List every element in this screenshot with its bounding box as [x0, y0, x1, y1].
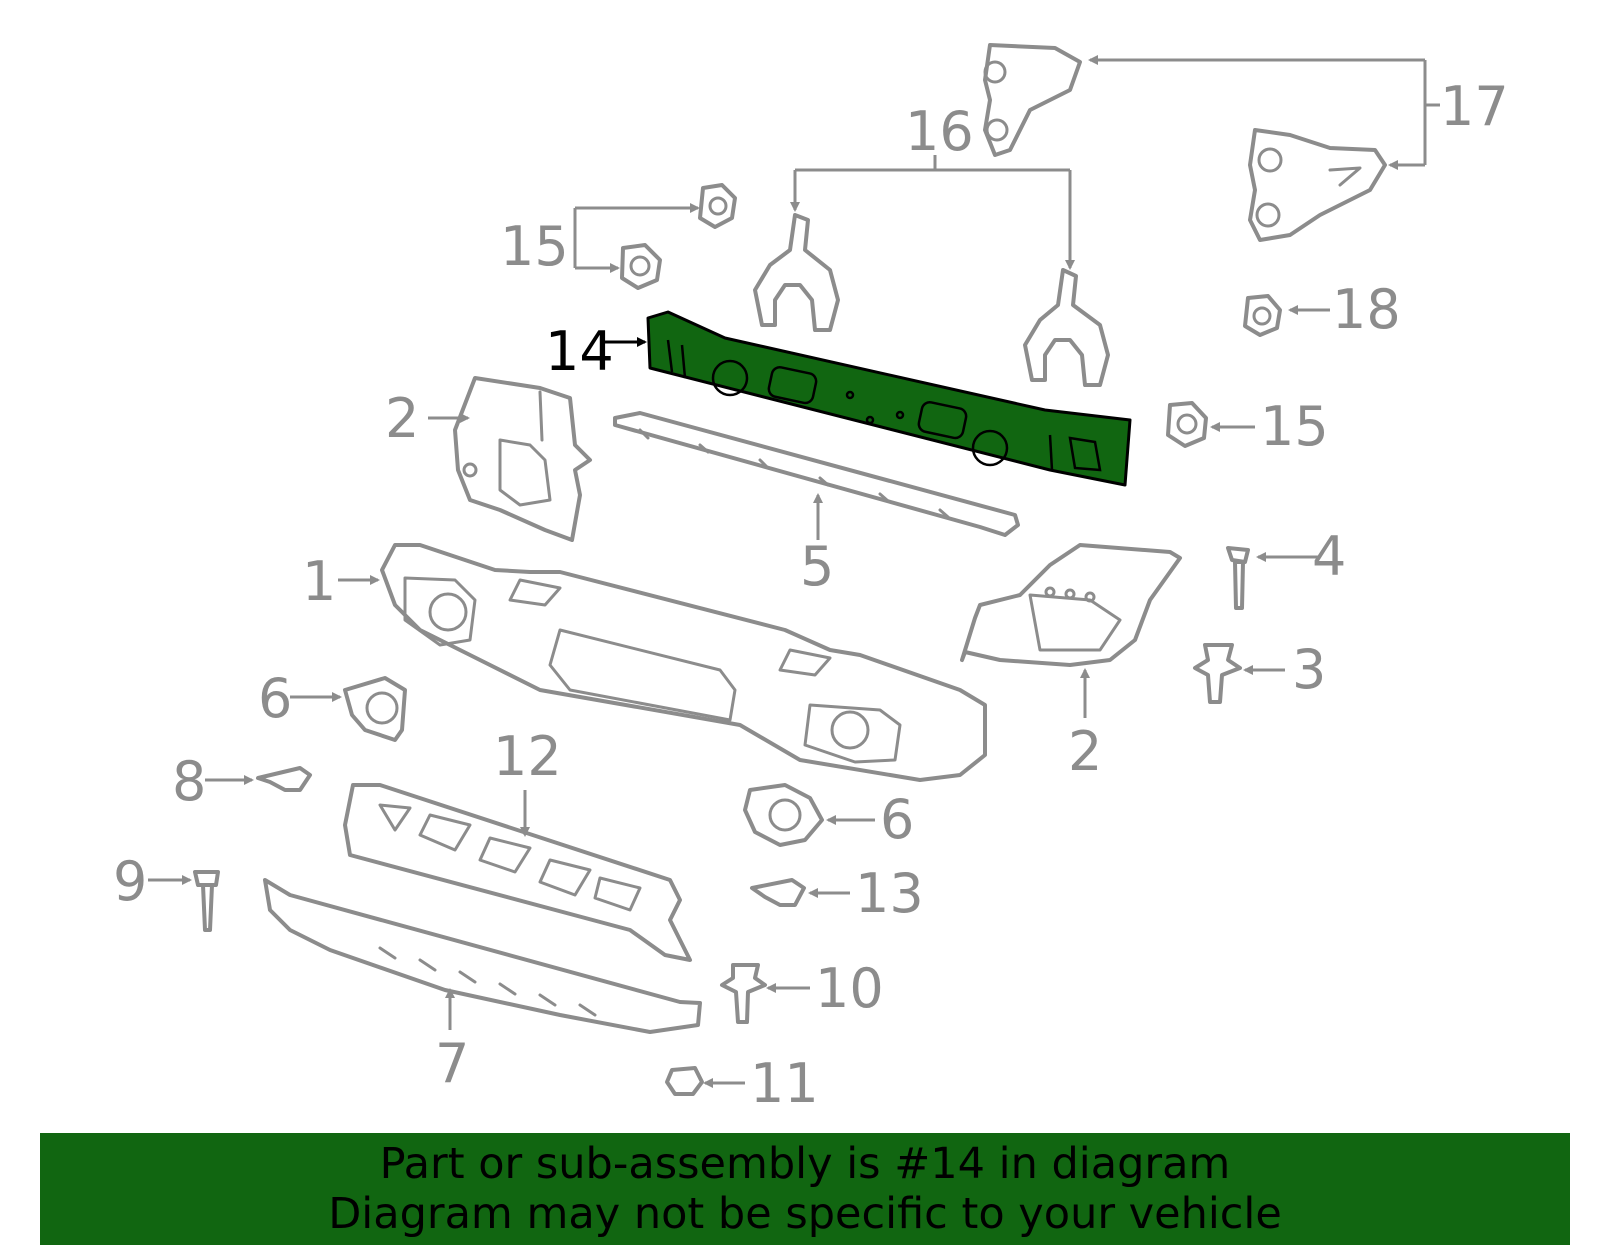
callout-3: 3 [1292, 638, 1326, 701]
leader-lines [148, 55, 1440, 1088]
part-3-push-pin [1193, 643, 1242, 704]
callout-15-right: 15 [1260, 395, 1329, 458]
callout-13: 13 [855, 862, 924, 925]
part-13-clip [750, 878, 806, 907]
part-12-lower-support [343, 783, 692, 962]
banner-line-2: Diagram may not be specific to your vehi… [328, 1189, 1282, 1239]
part-14-bumper-reinforcement-highlighted [646, 310, 1132, 487]
callout-7: 7 [435, 1032, 469, 1095]
callout-14: 14 [545, 320, 614, 383]
info-banner: Part or sub-assembly is #14 in diagram D… [40, 1133, 1570, 1245]
part-9-bolt [193, 870, 220, 932]
callout-1: 1 [302, 550, 336, 613]
part-1-front-bumper [380, 543, 987, 782]
part-17-upper-bracket [983, 43, 1082, 157]
callout-17: 17 [1440, 75, 1509, 138]
part-15-nut-right [1166, 401, 1208, 448]
callout-18: 18 [1332, 278, 1401, 341]
part-4-bolt [1226, 546, 1250, 610]
part-5-upper-strip [613, 411, 1020, 537]
callout-15-upper: 15 [500, 215, 569, 278]
callout-5: 5 [800, 535, 834, 598]
callout-12: 12 [493, 725, 562, 788]
callout-2-left: 2 [385, 387, 419, 450]
part-10-push-pin [720, 963, 767, 1024]
callout-16: 16 [905, 100, 974, 163]
part-6-fog-bezel-left [343, 676, 407, 742]
callout-2-right: 2 [1068, 720, 1102, 783]
callout-11: 11 [750, 1052, 819, 1115]
part-6-fog-bezel-right [743, 783, 824, 847]
part-15-nut-lower [620, 243, 662, 290]
part-16-left-bracket [753, 213, 840, 332]
part-18-nut [1243, 294, 1282, 337]
part-16-right-bracket [1023, 268, 1110, 387]
part-7-lower-valance [263, 878, 702, 1034]
part-8-clip [256, 766, 312, 792]
callout-4: 4 [1312, 525, 1346, 588]
callout-6-right: 6 [880, 788, 914, 851]
callout-10: 10 [815, 957, 884, 1020]
part-11-nut [665, 1066, 704, 1096]
part-2-left-end-bracket [453, 376, 592, 542]
part-2-right-end-bracket [960, 543, 1182, 667]
part-17-lower-bracket [1248, 128, 1387, 242]
callout-8: 8 [172, 750, 206, 813]
callout-6-left: 6 [258, 667, 292, 730]
banner-line-1: Part or sub-assembly is #14 in diagram [379, 1139, 1231, 1189]
callout-9: 9 [113, 850, 147, 913]
part-15-nut-upper [698, 183, 737, 229]
callout-labels: 17 16 15 18 14 15 2 5 1 4 3 6 2 12 8 6 9… [113, 75, 1509, 1115]
